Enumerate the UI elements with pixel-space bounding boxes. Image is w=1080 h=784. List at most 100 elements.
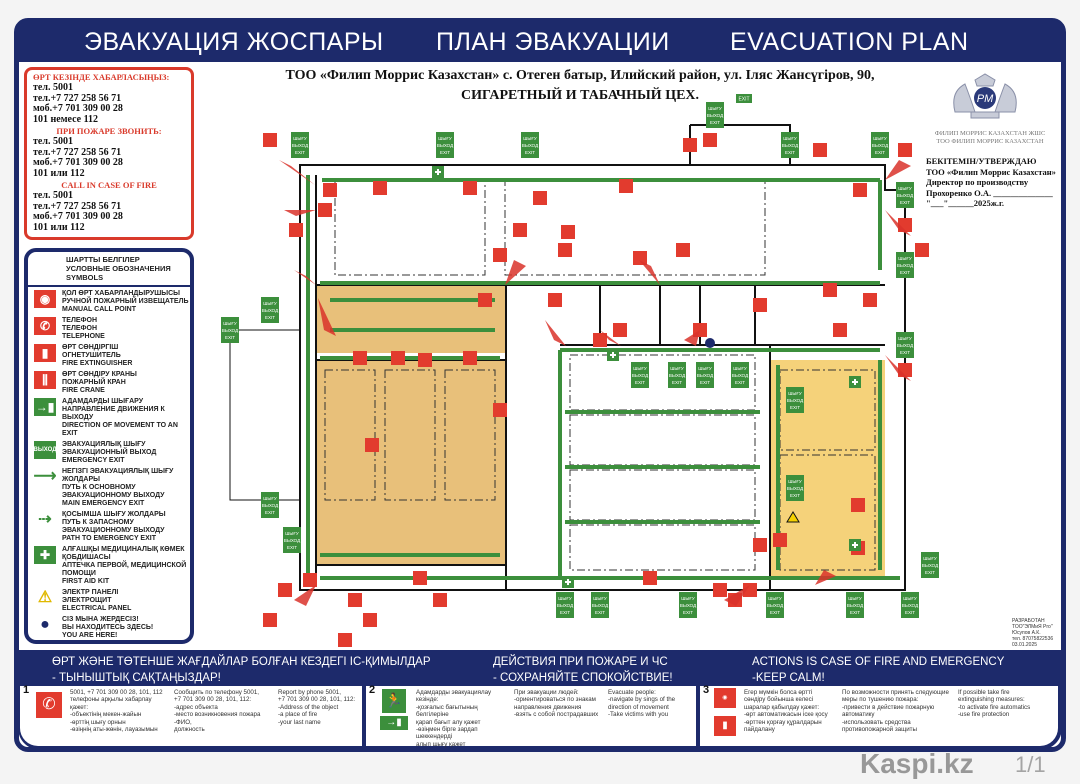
contact-heading-ru: ПРИ ПОЖАРЕ ЗВОНИТЬ: (56, 125, 162, 136)
heading-line: ACTIONS IS CASE OF FIRE AND EMERGENCY (752, 656, 1005, 668)
fire-extinguisher-icon: ▮ (714, 716, 736, 736)
actions-heading-en: ACTIONS IS CASE OF FIRE AND EMERGENCY -KE… (752, 654, 1004, 686)
fire-extinguisher-marker (915, 243, 929, 257)
exit-sign-text: ВЫХОД (262, 308, 278, 313)
legend-heading-en: SYMBOLS (66, 273, 104, 282)
exit-sign-text: ШЫҒУ (593, 596, 607, 601)
step-text-kz: Егер мүмкін болса өртті сөндіру бойынша … (744, 689, 828, 734)
actions-heading-kz: ӨРТ ЖӘНЕ ТӨТЕНШЕ ЖАҒДАЙЛАР БОЛҒАН КЕЗДЕГ… (52, 654, 431, 686)
exit-sign-text: ВЫХОД (437, 143, 453, 148)
evacuation-routes (306, 175, 900, 585)
fire-extinguisher-marker (363, 613, 377, 627)
fire-extinguisher-marker (478, 293, 492, 307)
fire-extinguisher-marker (303, 573, 317, 587)
exit-sign-text: EXIT (850, 610, 860, 615)
fire-extinguisher-marker (851, 498, 865, 512)
approval-line: "___"______2025ж.г. (926, 198, 1005, 208)
exit-sign-text: EXIT (560, 610, 570, 615)
exit-sign-text: ШЫҒУ (783, 136, 797, 141)
developer-line: 03.01.2025 (1012, 642, 1038, 648)
emergency-contacts: ӨРТ КЕЗІНДЕ ХАБАРЛАСЫҢЫЗ: тел. 5001 тел.… (24, 67, 194, 240)
fire-extinguisher-marker (278, 583, 292, 597)
developer-line: ТОО"ЭЛМиЯ Pro" (1012, 624, 1053, 630)
fire-extinguisher-pointer (684, 330, 700, 346)
exit-sign-text: ШЫҒУ (523, 136, 537, 141)
step-number: 1 (23, 684, 30, 696)
action-step-1: 1 ✆ 5001, +7 701 309 00 28, 101, 112 тел… (20, 684, 362, 746)
fire-extinguisher-marker (853, 183, 867, 197)
legend-item-text: АЛҒАШҚЫ МЕДИЦИНАЛЫҚ КӨМЕК ҚОБДИШАСЫ АПТЕ… (62, 546, 187, 585)
fire-extinguisher-marker (823, 283, 837, 297)
fire-extinguisher-pointer (545, 320, 566, 346)
exit-sign-text: ВЫХОД (902, 603, 918, 608)
exit-sign-text: EXIT (925, 570, 935, 575)
exit-sign-text: ВЫХОД (522, 143, 538, 148)
step-number: 2 (369, 684, 376, 696)
exit-sign-text: ШЫҒУ (898, 186, 912, 191)
exit-sign-text: ВЫХОД (557, 603, 573, 608)
fire-extinguisher-marker (753, 538, 767, 552)
exit-sign-text: ВЫХОД (767, 603, 783, 608)
top-exit-sign (736, 94, 752, 103)
legend-items: ◉ҚОЛ ӨРТ ХАБАРЛАНДЫРУШЫСЫ РУЧНОЙ ПОЖАРНЫ… (28, 290, 190, 640)
first-aid-kit-marker (849, 376, 861, 388)
contact-line: моб.+7 701 309 00 28 (33, 103, 123, 115)
fire-extinguisher-pointer (639, 260, 660, 285)
exit-sign-text: ШЫҒУ (263, 496, 277, 501)
fire-extinguisher-pointer (318, 298, 336, 336)
contact-heading-kz: ӨРТ КЕЗІНДЕ ХАБАРЛАСЫҢЫЗ: (33, 72, 170, 82)
running-man-exit-icon: 🏃 (382, 689, 406, 713)
legend-item: ⟶НЕГІЗГІ ЭВАКУАЦИЯЛЫҚ ШЫҒУ ЖОЛДАРЫ ПУТЬ … (28, 468, 190, 508)
fire-extinguisher-pointer (885, 210, 911, 236)
exit-sign-text: EXIT (683, 610, 693, 615)
exit-sign-text: EXIT (735, 380, 745, 385)
step-text-ru: При эвакуации людей: -ориентироваться по… (514, 689, 599, 719)
exit-sign-text: EXIT (595, 610, 605, 615)
exit-sign-text: ШЫҒУ (263, 301, 277, 306)
actions-steps: 1 ✆ 5001, +7 701 309 00 28, 101, 112 тел… (18, 684, 1062, 750)
emergency-exit-icon: ВЫХОД (34, 441, 56, 459)
step-text-en: Report by phone 5001, +7 701 309 00 28, … (278, 689, 356, 726)
fire-extinguisher-marker (561, 225, 575, 239)
fire-extinguisher-marker (753, 298, 767, 312)
legend-item-text: ӨРТ СӨНДІРУ КРАНЫ ПОЖАРНЫЙ КРАН FIRE CRA… (62, 371, 137, 394)
exit-sign-text: ШЫҒУ (708, 106, 722, 111)
exit-sign-text: ВЫХОД (782, 143, 798, 148)
legend-item: ◉ҚОЛ ӨРТ ХАБАРЛАНДЫРУШЫСЫ РУЧНОЙ ПОЖАРНЫ… (28, 290, 190, 314)
fire-extinguisher-marker (353, 351, 367, 365)
first-aid-kit-icon: ✚ (34, 546, 56, 564)
contact-line: моб.+7 701 309 00 28 (33, 211, 123, 223)
fire-extinguisher-pointer (600, 330, 621, 346)
exit-sign-text: ВЫХОД (292, 143, 308, 148)
fire-extinguisher-marker (493, 403, 507, 417)
exit-sign-text: ШЫҒУ (788, 391, 802, 396)
fire-extinguisher-pointer (294, 270, 316, 285)
fire-extinguisher-marker (263, 613, 277, 627)
contact-line: тел. 5001 (33, 135, 73, 147)
exit-sign-text: EXIT (225, 335, 235, 340)
legend-item-text: СІЗ МЫНА ЖЕРДЕСІЗ! ВЫ НАХОДИТЕСЬ ЗДЕСЬ! … (62, 616, 154, 639)
heading-line: -KEEP CALM! (752, 672, 825, 684)
exit-sign-text: EXIT (900, 200, 910, 205)
you-are-here-marker (705, 338, 715, 348)
fire-extinguisher-marker (713, 583, 727, 597)
exit-sign-text: ВЫХОД (707, 113, 723, 118)
fire-crane-icon: ⫼ (34, 371, 56, 389)
fire-extinguisher-marker (619, 179, 633, 193)
legend-item: ✆ТЕЛЕФОН ТЕЛЕФОН TELEPHONE (28, 317, 190, 341)
fire-extinguisher-marker (318, 203, 332, 217)
kaspi-watermark: Kaspi.kz (860, 748, 974, 779)
contact-line: тел. 5001 (33, 81, 73, 93)
fire-extinguisher-marker (773, 533, 787, 547)
exit-sign-text: ШЫҒУ (848, 596, 862, 601)
contact-line: тел.+7 727 258 56 71 (33, 200, 122, 212)
exit-sign-text: ВЫХОД (222, 328, 238, 333)
